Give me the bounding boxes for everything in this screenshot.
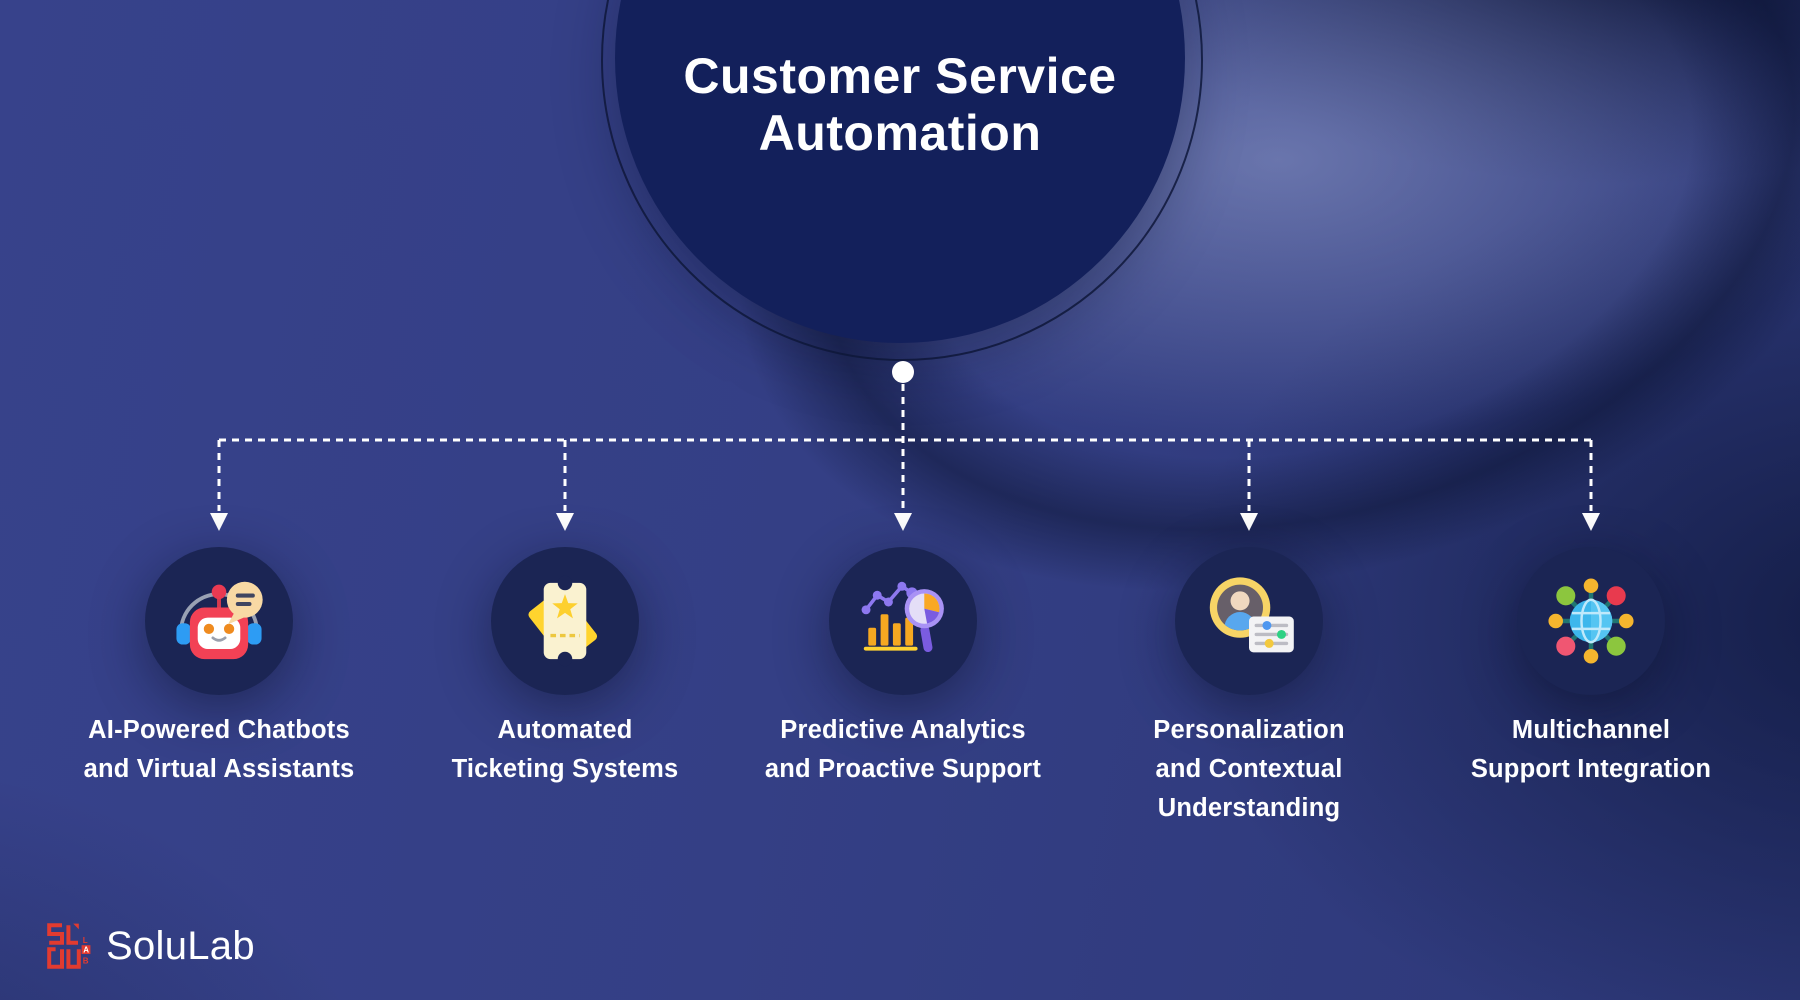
label-line: and Proactive Support xyxy=(764,755,1042,783)
connector-origin-dot xyxy=(892,361,914,383)
arrow-down-icon xyxy=(894,513,912,531)
svg-text:B: B xyxy=(83,957,89,966)
personalization-icon-badge xyxy=(1175,547,1323,695)
page-title: Customer Service Automation xyxy=(615,48,1185,162)
brand-name: SoluLab xyxy=(106,923,255,968)
branch-label: Personalization and Contextual Understan… xyxy=(1069,711,1429,828)
branch-ai-chatbots: AI-Powered Chatbots and Virtual Assistan… xyxy=(39,547,399,789)
label-line: Understanding xyxy=(1157,794,1341,822)
svg-text:A: A xyxy=(83,945,89,954)
title-line-1: Customer Service xyxy=(683,48,1117,104)
label-line: Automated xyxy=(497,716,633,744)
arrow-down-icon xyxy=(210,513,228,531)
branch-multichannel: Multichannel Support Integration xyxy=(1411,547,1771,789)
user-profile-settings-icon xyxy=(1209,577,1294,653)
globe-network-icon xyxy=(1548,578,1634,664)
branch-predictive-analytics: Predictive Analytics and Proactive Suppo… xyxy=(723,547,1083,789)
ticket-icon-badge xyxy=(491,547,639,695)
chatbot-icon-badge xyxy=(145,547,293,695)
label-line: AI-Powered Chatbots xyxy=(88,716,350,744)
footer-brand: L A B SoluLab xyxy=(46,922,255,970)
label-line: Support Integration xyxy=(1470,755,1712,783)
label-line: Ticketing Systems xyxy=(451,755,679,783)
multichannel-icon-badge xyxy=(1517,547,1665,695)
branch-personalization: Personalization and Contextual Understan… xyxy=(1069,547,1429,828)
analytics-icon-badge xyxy=(829,547,977,695)
branch-label: Automated Ticketing Systems xyxy=(385,711,745,789)
branch-label: Predictive Analytics and Proactive Suppo… xyxy=(723,711,1083,789)
arrow-down-icon xyxy=(1582,513,1600,531)
label-line: Multichannel xyxy=(1511,716,1671,744)
label-line: and Contextual xyxy=(1155,755,1343,783)
arrow-down-icon xyxy=(556,513,574,531)
label-line: Predictive Analytics xyxy=(780,716,1026,744)
label-line: Personalization xyxy=(1153,716,1345,744)
ticket-icon xyxy=(528,575,598,667)
analytics-magnifier-icon xyxy=(861,581,944,653)
branch-label: Multichannel Support Integration xyxy=(1411,711,1771,789)
branch-label: AI-Powered Chatbots and Virtual Assistan… xyxy=(39,711,399,789)
label-line: and Virtual Assistants xyxy=(83,755,355,783)
branch-ticketing: Automated Ticketing Systems xyxy=(385,547,745,789)
chatbot-robot-icon xyxy=(176,581,263,660)
solulab-red-mark-icon: L A B xyxy=(47,923,91,969)
svg-text:L: L xyxy=(83,936,88,945)
arrow-down-icon xyxy=(1240,513,1258,531)
title-line-2: Automation xyxy=(758,105,1042,161)
